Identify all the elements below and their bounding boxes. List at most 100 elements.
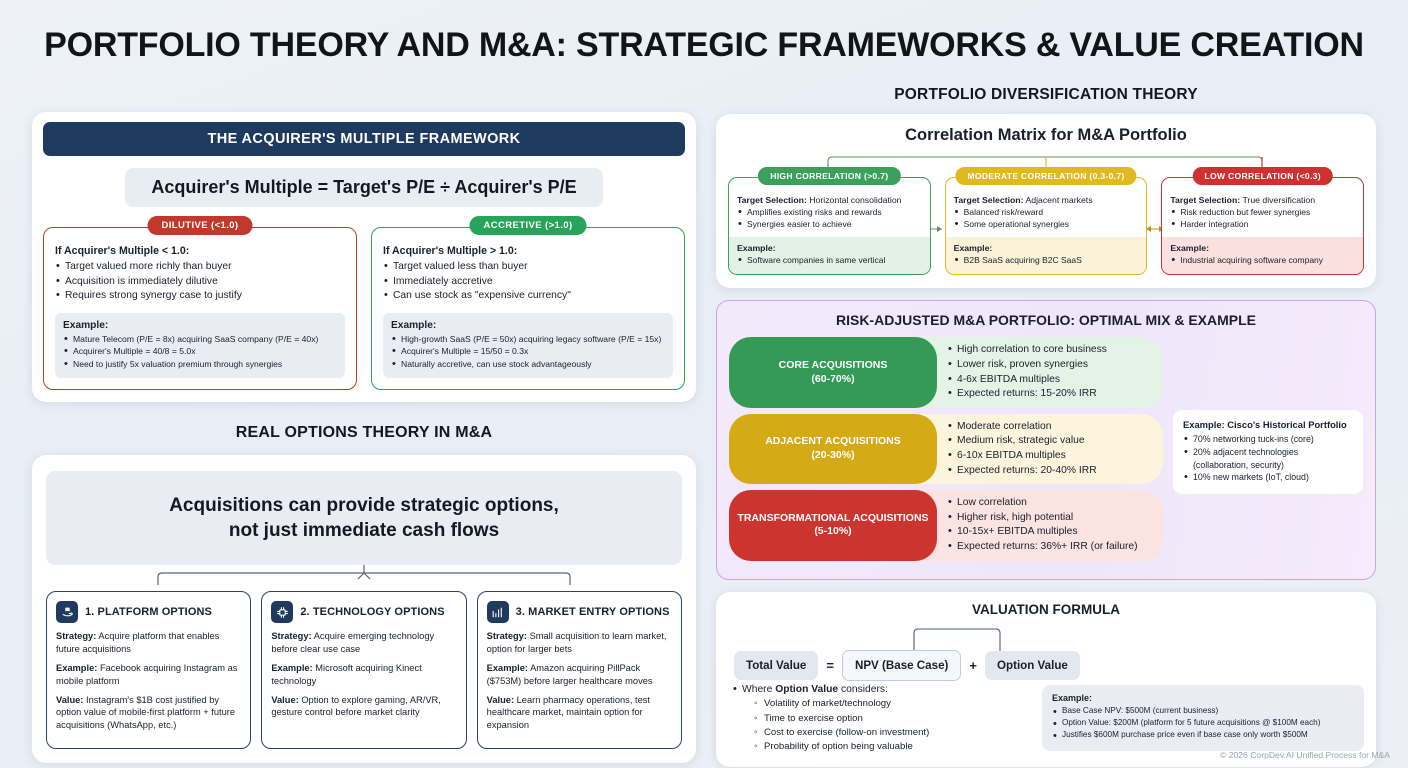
considers-prefix: Where (742, 683, 776, 695)
list-item: Moderate correlation (947, 419, 1097, 435)
technology-options-title: 2. TECHNOLOGY OPTIONS (300, 606, 445, 619)
low-correlation-column: LOW CORRELATION (<0.3) Target Selection:… (1161, 167, 1365, 276)
list-item: Lower risk, proven synergies (947, 357, 1107, 373)
platform-strategy: Strategy: Acquire platform that enables … (56, 630, 241, 656)
list-item: Immediately accretive (383, 274, 673, 290)
adjacent-acquisitions-label: ADJACENT ACQUISITIONS (20-30%) (729, 413, 937, 485)
list-item: Acquirer's Multiple = 15/50 = 0.3x (391, 344, 665, 361)
list-item: Software companies in same vertical (737, 253, 922, 269)
list-item: Mature Telecom (P/E = 8x) acquiring SaaS… (63, 332, 337, 349)
high-correlation-example: Example: Software companies in same vert… (729, 237, 930, 275)
page-title: PORTFOLIO THEORY AND M&A: STRATEGIC FRAM… (44, 26, 1364, 64)
high-target-selection: Target Selection: Horizontal consolidati… (737, 194, 922, 206)
label-range: (20-30%) (811, 449, 855, 462)
correlation-columns: HIGH CORRELATION (>0.7) Target Selection… (728, 167, 1365, 276)
valuation-title: VALUATION FORMULA (972, 601, 1120, 617)
equals-sign: = (826, 657, 834, 673)
example-title: Example: (391, 319, 437, 331)
platform-options-header: 1. PLATFORM OPTIONS (56, 601, 241, 624)
list-item: Medium risk, strategic value (947, 433, 1097, 449)
platform-example: Example: Facebook acquiring Instagram as… (56, 662, 241, 688)
list-item: 20% adjacent technologies (collaboration… (1183, 445, 1354, 472)
market-entry-options-header: 3. MARKET ENTRY OPTIONS (486, 601, 672, 624)
accretive-points: Target valued less than buyer Immediatel… (383, 259, 673, 304)
total-value-chip: Total Value (734, 650, 819, 680)
dilutive-points: Target valued more richly than buyer Acq… (55, 259, 345, 304)
risk-adjusted-body: CORE ACQUISITIONS (60-70%) High correlat… (729, 337, 1363, 566)
label-text: ADJACENT ACQUISITIONS (765, 435, 901, 448)
value-label: Value: (486, 694, 515, 705)
example-text: Facebook acquiring Instagram as mobile p… (56, 663, 238, 686)
platform-options-title: 1. PLATFORM OPTIONS (85, 606, 212, 619)
list-item: Some operational synergies (954, 217, 1139, 233)
core-acquisitions-row: CORE ACQUISITIONS (60-70%) High correlat… (729, 337, 1163, 408)
list-item: 10-15x+ EBITDA multiples (947, 524, 1138, 540)
label-text: TRANSFORMATIONAL ACQUISITIONS (737, 511, 929, 524)
selection-label: Target Selection: (737, 195, 807, 205)
platform-hand-icon (56, 601, 78, 624)
adjacent-acquisitions-points: Moderate correlation Medium risk, strate… (937, 414, 1105, 484)
low-correlation-points: Risk reduction but fewer synergies Harde… (1170, 205, 1355, 233)
list-item: Target valued more richly than buyer (55, 259, 345, 275)
correlation-matrix-title: Correlation Matrix for M&A Portfolio (905, 126, 1187, 144)
example-label: Example: (486, 663, 528, 673)
list-item: 4-6x EBITDA multiples (947, 372, 1107, 388)
list-item: Higher risk, high potential (947, 510, 1138, 526)
market-entry-example: Example: Amazon acquiring PillPack ($753… (487, 662, 672, 688)
selection-text: True diversification (1242, 195, 1316, 205)
real-options-banner: Acquisitions can provide strategic optio… (46, 471, 682, 566)
dilutive-column: DILUTIVE (<1.0) If Acquirer's Multiple <… (43, 216, 357, 391)
considers-list: Volatility of market/technology Time to … (754, 696, 1028, 755)
list-item: Expected returns: 15-20% IRR (947, 386, 1107, 402)
list-item: High correlation to core business (947, 342, 1107, 358)
label-text: CORE ACQUISITIONS (778, 358, 888, 371)
considers-header: Where Option Value considers: Volatility… (732, 682, 1028, 755)
list-item: High-growth SaaS (P/E = 50x) acquiring l… (391, 332, 665, 349)
list-item: Amplifies existing risks and rewards (737, 205, 922, 221)
list-item: Target valued less than buyer (383, 259, 673, 275)
accretive-example-points: High-growth SaaS (P/E = 50x) acquiring l… (391, 332, 665, 374)
chip-icon (271, 601, 294, 624)
selection-label: Target Selection: (953, 195, 1024, 205)
list-item: B2B SaaS acquiring B2C SaaS (954, 253, 1139, 269)
technology-value: Value: Option to explore gaming, AR/VR, … (271, 694, 456, 720)
market-entry-strategy: Strategy: Small acquisition to learn mar… (487, 630, 672, 656)
valuation-example-points: Base Case NPV: $500M (current business) … (1052, 704, 1355, 746)
list-item: Low correlation (947, 495, 1138, 511)
selection-label: Target Selection: (1170, 195, 1241, 205)
risk-rows: CORE ACQUISITIONS (60-70%) High correlat… (729, 337, 1163, 566)
moderate-target-selection: Target Selection: Adjacent markets (954, 194, 1139, 206)
real-options-connector (46, 565, 682, 591)
label-range: (5-10%) (814, 525, 852, 538)
valuation-formula: Total Value = NPV (Base Case) + Option V… (734, 649, 1080, 681)
banner-line-2: not just immediate cash flows (228, 520, 500, 542)
example-title: Example: (1170, 243, 1209, 254)
diversification-section-title: PORTFOLIO DIVERSIFICATION THEORY (894, 86, 1198, 103)
accretive-box: If Acquirer's Multiple > 1.0: Target val… (371, 227, 685, 391)
real-options-columns: 1. PLATFORM OPTIONS Strategy: Acquire pl… (46, 591, 682, 750)
list-item: Naturally accretive, can use stock advan… (391, 357, 665, 374)
example-title: Example: (63, 319, 109, 331)
example-text: Microsoft acquiring Kinect technology (271, 663, 422, 686)
low-target-selection: Target Selection: True diversification (1170, 194, 1355, 206)
list-item: Requires strong synergy case to justify (55, 288, 345, 304)
market-entry-options-card: 3. MARKET ENTRY OPTIONS Strategy: Small … (476, 591, 682, 750)
banner-line-1: Acquisitions can provide strategic optio… (169, 495, 559, 517)
value-text: Instagram's $1B cost justified by option… (56, 694, 236, 731)
example-label: Example: (56, 663, 98, 673)
list-item: Can use stock as "expensive currency" (383, 288, 673, 304)
example-label: Example: (271, 663, 313, 673)
real-options-card: Acquisitions can provide strategic optio… (32, 455, 696, 764)
market-entry-value: Value: Learn pharmacy operations, test h… (487, 694, 672, 732)
bar-chart-growth-icon (486, 601, 509, 624)
transformational-acquisitions-points: Low correlation Higher risk, high potent… (937, 490, 1146, 560)
list-item: Acquisition is immediately dilutive (55, 274, 345, 290)
list-item: Expected returns: 36%+ IRR (or failure) (947, 539, 1138, 555)
list-item: Balanced risk/reward (954, 205, 1139, 221)
strategy-text: Small acquisition to learn market, optio… (486, 631, 667, 655)
low-example-points: Industrial acquiring software company (1170, 253, 1355, 269)
list-item: Justifies $600M purchase price even if b… (1052, 728, 1355, 745)
correlation-matrix-card: Correlation Matrix for M&A Portfolio (716, 114, 1376, 289)
list-item: Harder integration (1170, 217, 1355, 233)
